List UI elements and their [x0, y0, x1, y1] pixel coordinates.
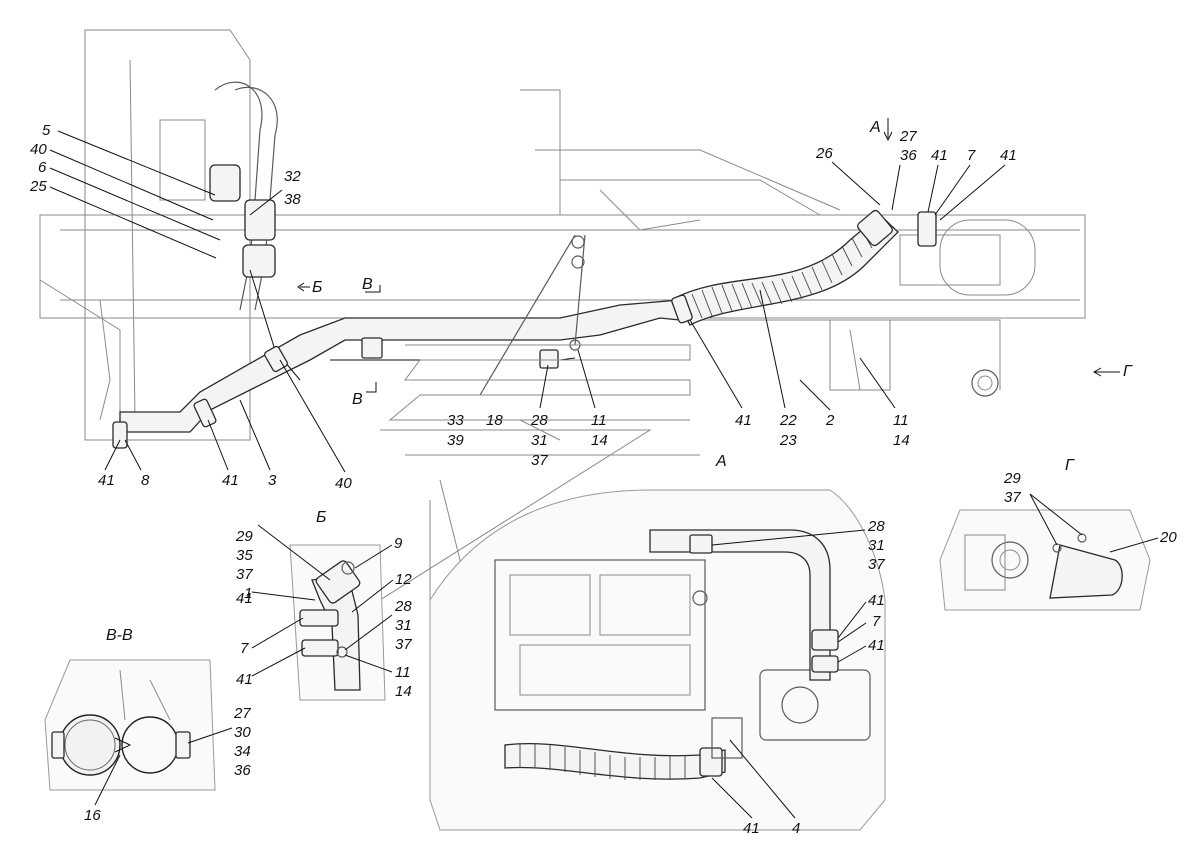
callout-41: 41 — [735, 412, 752, 429]
callout-26: 26 — [815, 145, 833, 162]
callout-37: 37 — [395, 636, 412, 653]
view-a-marker: А — [869, 119, 881, 136]
callout-16: 16 — [84, 807, 101, 824]
callout-28: 28 — [867, 518, 885, 535]
callout-37: 37 — [1004, 489, 1021, 506]
callout-3: 3 — [268, 472, 277, 489]
callout-37: 37 — [531, 452, 548, 469]
callout-7: 7 — [967, 147, 976, 164]
callout-28: 28 — [394, 598, 412, 615]
callout-41: 41 — [236, 590, 253, 607]
view-vv-title: В-В — [106, 627, 133, 644]
callout-12: 12 — [395, 571, 412, 588]
callout-6: 6 — [38, 159, 47, 176]
view-v-marker-top: В — [362, 276, 373, 293]
callout-34: 34 — [234, 743, 251, 760]
callout-37: 37 — [236, 566, 253, 583]
pipe-section — [59, 714, 121, 776]
callout-36: 36 — [900, 147, 917, 164]
view-g: Г 29 37 20 — [939, 457, 1177, 611]
callout-41: 41 — [868, 637, 885, 654]
callout-5: 5 — [42, 122, 51, 139]
callout-31: 31 — [531, 432, 548, 449]
callout-11: 11 — [893, 412, 909, 429]
callout-36: 36 — [234, 762, 251, 779]
callout-9: 9 — [394, 535, 403, 552]
callout-2: 2 — [825, 412, 835, 429]
callout-4: 4 — [792, 820, 800, 837]
callout-11: 11 — [395, 664, 411, 681]
view-g-marker: Г — [1123, 363, 1133, 380]
callout-14: 14 — [893, 432, 910, 449]
callout-1: 1 — [244, 585, 252, 602]
callout-38: 38 — [284, 191, 301, 208]
callout-32: 32 — [284, 168, 301, 185]
callout-41: 41 — [236, 671, 253, 688]
callout-41: 41 — [98, 472, 115, 489]
callout-40: 40 — [30, 141, 47, 158]
callout-22: 22 — [779, 412, 797, 429]
callout-7: 7 — [240, 640, 249, 657]
callout-23: 23 — [779, 432, 797, 449]
callout-35: 35 — [236, 547, 253, 564]
callout-41: 41 — [222, 472, 239, 489]
view-b-marker: Б — [312, 279, 322, 296]
callout-41: 41 — [931, 147, 948, 164]
view-b-title: Б — [316, 509, 326, 526]
callout-8: 8 — [141, 472, 150, 489]
callout-37: 37 — [868, 556, 885, 573]
view-a-title: А — [715, 453, 727, 470]
callout-41: 41 — [1000, 147, 1017, 164]
callout-28: 28 — [530, 412, 548, 429]
callout-39: 39 — [447, 432, 464, 449]
callout-27: 27 — [233, 705, 251, 722]
view-vv: В-В 27 30 34 36 16 — [44, 627, 251, 824]
callout-18: 18 — [486, 412, 503, 429]
main-callouts: 5 40 6 25 32 38 26 27 36 41 7 41 33 39 1… — [29, 122, 1017, 492]
callout-14: 14 — [591, 432, 608, 449]
callout-41: 41 — [868, 592, 885, 609]
callout-11: 11 — [591, 412, 607, 429]
main-view — [39, 29, 1086, 601]
view-b: Б 29 35 37 1 9 12 41 28 31 37 7 41 11 14 — [235, 509, 412, 701]
callout-29: 29 — [235, 528, 253, 545]
callout-20: 20 — [1159, 529, 1177, 546]
view-a: А 28 31 37 41 7 41 41 — [429, 453, 886, 837]
callout-25: 25 — [29, 178, 47, 195]
callout-30: 30 — [234, 724, 251, 741]
view-v-marker-bottom: В — [352, 391, 363, 408]
view-g-title: Г — [1065, 457, 1075, 474]
callout-41: 41 — [743, 820, 760, 837]
callout-27: 27 — [899, 128, 917, 145]
callout-31: 31 — [395, 617, 412, 634]
callout-33: 33 — [447, 412, 464, 429]
callout-40: 40 — [335, 475, 352, 492]
callout-7: 7 — [872, 613, 881, 630]
callout-14: 14 — [395, 683, 412, 700]
callout-29: 29 — [1003, 470, 1021, 487]
callout-31: 31 — [868, 537, 885, 554]
hose-clamp — [209, 164, 241, 202]
section-markers: А Б В В Г — [297, 118, 1133, 408]
